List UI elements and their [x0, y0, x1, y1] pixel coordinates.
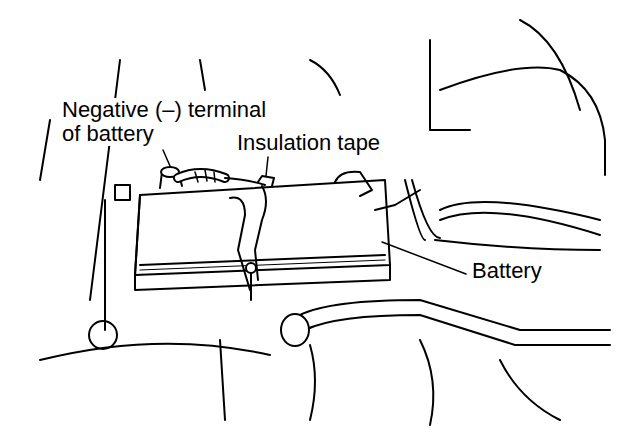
- leader-line: [266, 157, 268, 176]
- frame-line: [200, 60, 205, 90]
- battery-label: Battery: [470, 259, 544, 283]
- frame-line: [40, 120, 50, 180]
- frame-line: [420, 340, 433, 425]
- engine-outline: [520, 20, 580, 110]
- tape-label: Insulation tape: [235, 131, 382, 155]
- bolt: [89, 321, 117, 349]
- insulation-tape: [195, 170, 215, 182]
- tray: [104, 200, 106, 330]
- frame-line: [375, 190, 420, 210]
- hold-down-bracket: [250, 273, 252, 300]
- bolt: [246, 263, 256, 273]
- pipe-end: [281, 314, 309, 346]
- engine-outline: [430, 40, 470, 130]
- hose: [412, 180, 440, 238]
- battery-body: [140, 260, 385, 270]
- frame-line: [310, 345, 315, 420]
- battery-body: [135, 180, 390, 275]
- hold-down-bracket: [230, 198, 250, 290]
- ground-cable: [178, 173, 225, 178]
- frame-line: [310, 60, 340, 95]
- engine-outline: [440, 68, 605, 176]
- leader-line: [382, 242, 466, 274]
- frame-line: [500, 360, 560, 420]
- positive-cable: [335, 172, 372, 196]
- insulation-tape: [258, 176, 274, 186]
- hold-down-bracket: [255, 186, 266, 280]
- battery-body: [135, 195, 140, 275]
- hose: [440, 202, 600, 220]
- hose: [440, 213, 600, 235]
- hose: [435, 240, 600, 250]
- ground-cable: [178, 173, 225, 178]
- leader-line: [163, 150, 170, 166]
- battery-body: [140, 255, 385, 265]
- pipe: [305, 315, 610, 345]
- frame-line: [220, 340, 225, 420]
- tray: [115, 185, 130, 200]
- frame-line: [40, 344, 270, 360]
